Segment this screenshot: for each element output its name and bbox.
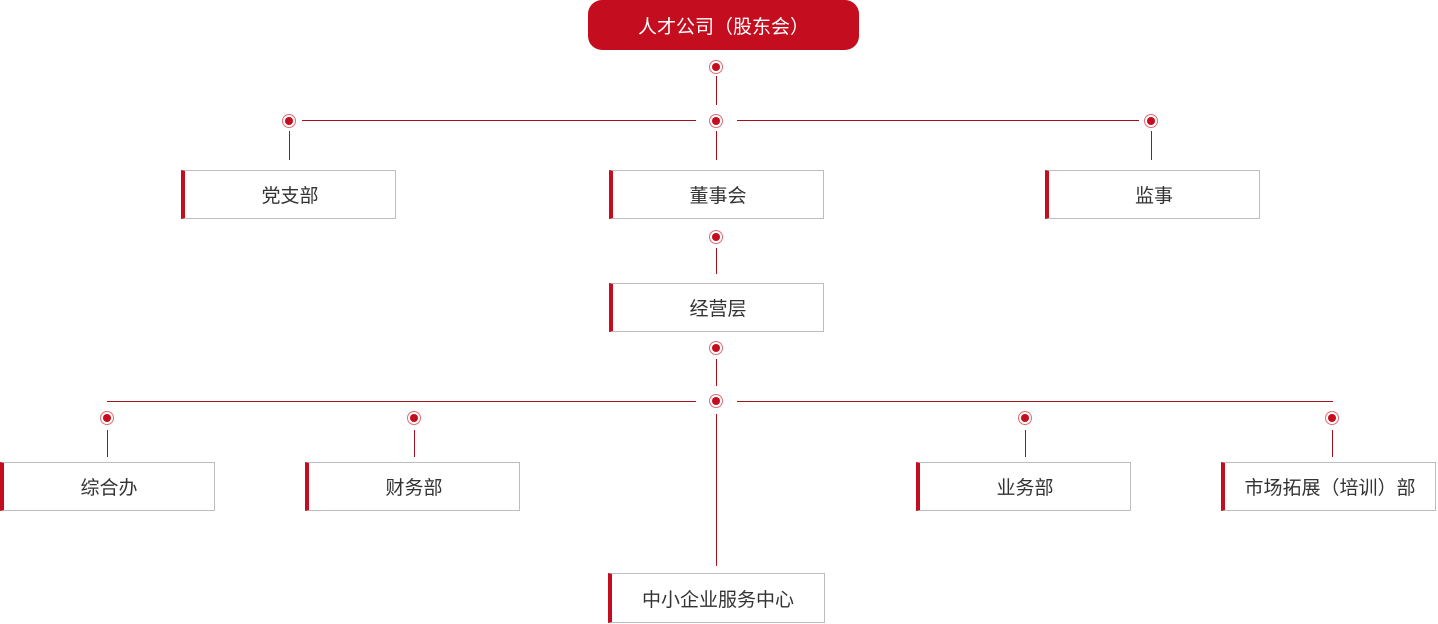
connector-dot <box>712 117 720 125</box>
connector-departments-horizontal-left <box>107 401 696 402</box>
connector-dot <box>712 63 720 71</box>
connector-dot <box>1021 414 1029 422</box>
node-market-expansion-department: 市场拓展（培训）部 <box>1221 462 1436 511</box>
node-business-department: 业务部 <box>916 462 1131 511</box>
connector-board-to-management <box>716 248 717 274</box>
connector-to-finance <box>414 430 415 457</box>
node-finance-department: 财务部 <box>305 462 520 511</box>
node-management: 经营层 <box>609 283 824 332</box>
connector-dot <box>103 414 111 422</box>
connector-to-board <box>716 131 717 160</box>
root-node-shareholders: 人才公司（股东会） <box>588 0 859 50</box>
connector-dot <box>712 233 720 241</box>
connector-dot <box>712 344 720 352</box>
connector-dot <box>285 117 293 125</box>
connector-level1-horizontal-right <box>737 120 1139 121</box>
connector-to-market-expansion <box>1332 430 1333 457</box>
connector-dot <box>1147 117 1155 125</box>
node-party-branch: 党支部 <box>181 170 396 219</box>
node-board-of-directors: 董事会 <box>609 170 824 219</box>
node-general-office: 综合办 <box>0 462 215 511</box>
connector-to-business <box>1025 430 1026 457</box>
connector-dot <box>1328 414 1336 422</box>
connector-to-party-branch <box>289 131 290 160</box>
connector-level1-horizontal-left <box>302 120 696 121</box>
connector-to-general-office <box>107 430 108 457</box>
node-supervisor: 监事 <box>1045 170 1260 219</box>
connector-departments-horizontal-right <box>737 401 1333 402</box>
node-sme-service-center: 中小企业服务中心 <box>608 573 825 623</box>
connector-to-sme-center <box>716 414 717 566</box>
connector-to-supervisor <box>1151 131 1152 160</box>
connector-dot <box>712 397 720 405</box>
connector-dot <box>410 414 418 422</box>
connector-management-to-junction <box>716 359 717 386</box>
connector-root-to-junction <box>716 76 717 105</box>
